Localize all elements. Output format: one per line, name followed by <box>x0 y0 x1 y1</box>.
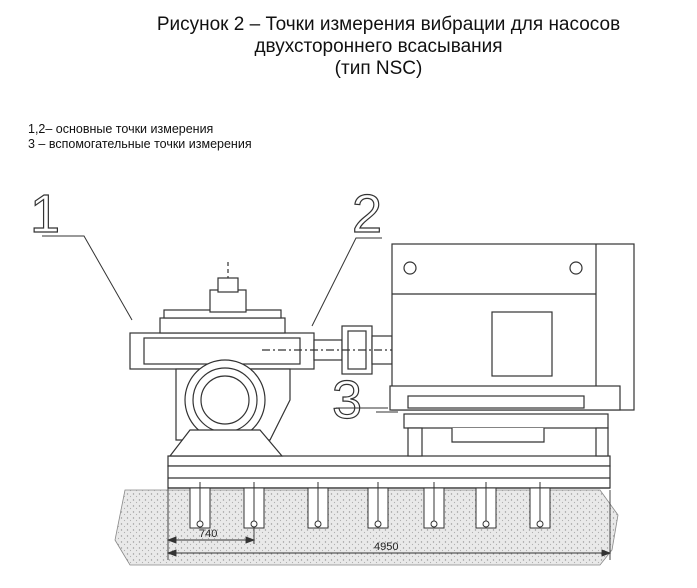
callout-1: 1 <box>30 184 60 244</box>
pump <box>129 262 400 457</box>
anchor-bolt <box>529 482 551 529</box>
anchor-bolt <box>243 482 265 529</box>
anchor-bolt <box>189 482 211 529</box>
anchor-bolt <box>423 482 445 529</box>
legend-item-aux-points: 3 – вспомогательные точки измерения <box>28 137 252 151</box>
motor <box>389 243 635 457</box>
title-line-2: двухстороннего всасывания <box>254 36 503 57</box>
title-line-3: (тип NSC) <box>334 58 423 79</box>
callout-3: 3 <box>332 370 362 430</box>
dimension-lines <box>166 460 612 560</box>
dimension-4950: 4950 <box>374 541 398 553</box>
base-frame <box>167 455 611 489</box>
anchor-bolt <box>307 482 329 529</box>
anchor-bolts <box>189 482 551 529</box>
legend-item-main-points: 1,2– основные точки измерения <box>28 122 214 136</box>
anchor-bolt <box>367 482 389 529</box>
anchor-bolt <box>475 482 497 529</box>
leader-lines <box>42 235 398 413</box>
legend: 1,2– основные точки измерения 3 – вспомо… <box>28 122 252 152</box>
dimension-740: 740 <box>199 528 217 540</box>
title-line-1: Рисунок 2 – Точки измерения вибрации для… <box>156 14 621 35</box>
figure-title: Рисунок 2 – Точки измерения вибрации для… <box>0 14 697 80</box>
callout-2: 2 <box>352 184 382 244</box>
